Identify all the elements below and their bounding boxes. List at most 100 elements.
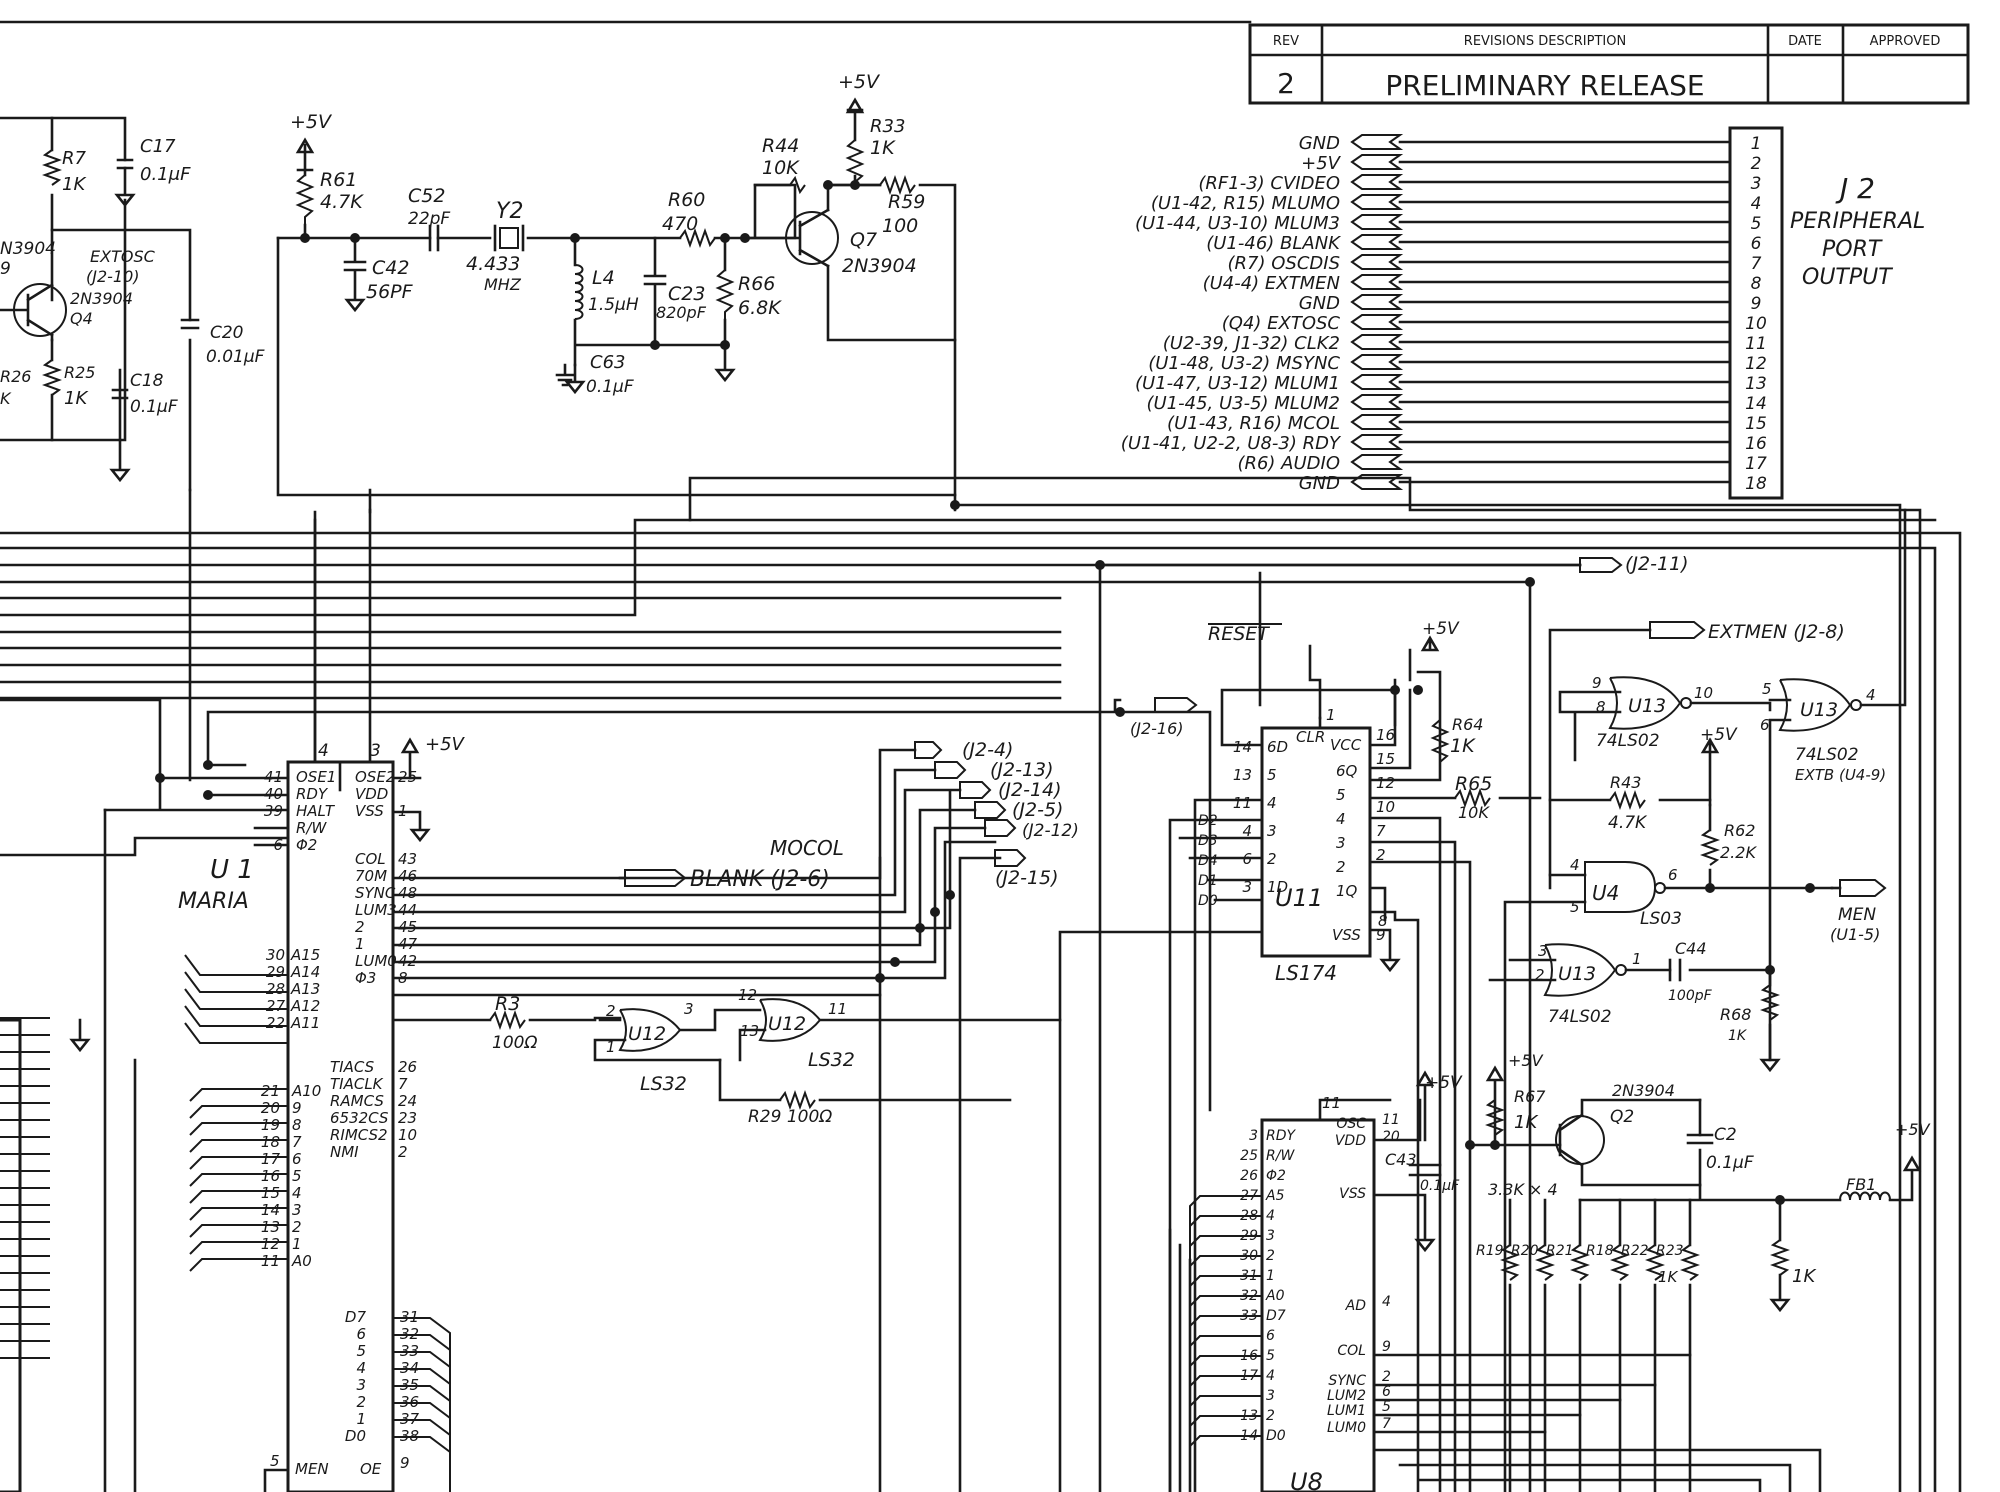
j2-pin-number: 7 xyxy=(1751,254,1762,274)
u1-addr-label: 9 xyxy=(292,1099,302,1117)
u8-right-pin: 2 xyxy=(1382,1369,1391,1385)
l4-ref: L4 xyxy=(592,267,615,289)
u1-control-label: RAMCS xyxy=(330,1092,384,1110)
u8-right-pin: 9 xyxy=(1382,1339,1391,1355)
j2-pin-connector xyxy=(1350,314,1404,330)
j2-pin-signal: (U4-4) EXTMEN xyxy=(1203,273,1340,294)
r59-val: 100 xyxy=(882,215,918,237)
u1-signal-label: SYNC xyxy=(355,884,396,902)
r68-ref: R68 xyxy=(1720,1005,1751,1024)
r3-ref: R3 xyxy=(495,993,520,1015)
u1-right-pin-number: 1 xyxy=(398,802,408,820)
u1-addr-pin: 20 xyxy=(261,1099,280,1117)
j2-pin-connector xyxy=(1350,454,1404,470)
u13b-ref: U13 xyxy=(1800,699,1838,721)
u1-addr-pin: 27 xyxy=(266,997,286,1015)
u1-right-pin-label: VDD xyxy=(355,785,388,803)
u1-control-pin: 24 xyxy=(398,1092,417,1110)
j2-pin-number: 15 xyxy=(1745,414,1767,434)
y2-unit: MHZ xyxy=(484,275,522,294)
lum-network: +5V R67 1K 2N3904 Q2 C2 0.1μF 3.3K × 4 F… xyxy=(1372,1051,1931,1492)
c23-val: 820pF xyxy=(656,303,707,322)
u8-left-label: 5 xyxy=(1266,1348,1275,1364)
j2-pin-signal: GND xyxy=(1299,293,1340,314)
u1-addr-label: 1 xyxy=(292,1235,302,1253)
c44-val: 100pF xyxy=(1668,988,1713,1004)
u1-control-pin: 10 xyxy=(398,1126,417,1144)
mid-signals: BLANK (J2-6) MOCOL (J2-4) (J2-13) (J2-14… xyxy=(391,553,1689,1492)
r66-ref: R66 xyxy=(738,273,775,295)
u1-right-pin-label: OSE2 xyxy=(355,768,395,786)
u13a-out: 10 xyxy=(1694,684,1713,702)
j2-pin-signal: GND xyxy=(1299,473,1340,494)
u11-ls174: RESET +5V R64 1K R65 10K U11 LS174 CLR V… xyxy=(1058,619,1542,1492)
extosc-label: EXTOSC xyxy=(90,247,156,266)
y2-ref: Y2 xyxy=(496,199,523,224)
osc-supply-left: +5V xyxy=(290,111,333,133)
u8-left-label: 6 xyxy=(1266,1328,1275,1344)
u8-extra-pin: 11 xyxy=(1322,1094,1341,1112)
j2-pin-number: 3 xyxy=(1751,174,1762,194)
u11-right-pin: 10 xyxy=(1376,798,1395,816)
u1-addr-wire xyxy=(189,1173,288,1187)
u8-right-label: VDD xyxy=(1335,1133,1366,1149)
q2-type: 2N3904 xyxy=(1612,1081,1675,1100)
u1-left-pin-label: R/W xyxy=(296,819,327,837)
j2-pin-number: 16 xyxy=(1745,434,1767,454)
r33-ref: R33 xyxy=(870,116,905,137)
extosc-pin: (J2-10) xyxy=(86,267,140,286)
u11-left-pin: 13 xyxy=(1233,766,1252,784)
u11-right-pin: 15 xyxy=(1376,750,1395,768)
r44-ref: R44 xyxy=(762,135,799,157)
u1-ref: U 1 xyxy=(210,855,254,885)
c2-ref: C2 xyxy=(1714,1125,1737,1145)
j2-pin-number: 4 xyxy=(1751,194,1762,214)
u1-name: MARIA xyxy=(178,889,249,914)
q7-ref: Q7 xyxy=(850,229,877,251)
j2-pin-number: 13 xyxy=(1745,374,1767,394)
j2-pin-connector xyxy=(1350,434,1404,450)
u1-signal-label: LUM3 xyxy=(355,901,397,919)
osc-supply-right: +5V xyxy=(838,71,881,93)
r64-val: 1K xyxy=(1450,735,1476,757)
l4-val: 1.5μH xyxy=(588,295,639,315)
q2-ref: Q2 xyxy=(1610,1107,1634,1127)
j2-pin-connector xyxy=(1350,194,1404,210)
u8-left-label: 4 xyxy=(1266,1368,1275,1384)
j2-pin-connector xyxy=(1350,234,1404,250)
u12a-out: 3 xyxy=(684,1000,694,1018)
u13a-in1: 9 xyxy=(1592,674,1602,692)
j2-5-label: (J2-5) xyxy=(1012,799,1063,821)
u1-control-label: NMI xyxy=(330,1143,359,1161)
u8-c43: C43 xyxy=(1385,1150,1417,1169)
u11-input-label: 2 xyxy=(1267,850,1277,868)
j2-pin-connector xyxy=(1350,394,1404,410)
u1-addr-wire xyxy=(189,1156,288,1170)
u8-right-label: LUM1 xyxy=(1327,1403,1366,1419)
u11-output-label: 1Q xyxy=(1336,882,1358,900)
c2-val: 0.1μF xyxy=(1706,1153,1754,1173)
u1-addr-label: 3 xyxy=(292,1201,302,1219)
u1-addr-label: A14 xyxy=(290,963,320,981)
j2-pin-number: 18 xyxy=(1745,474,1767,494)
u1-oe-pin: 9 xyxy=(400,1454,410,1472)
u1-addr-wire xyxy=(189,1122,288,1136)
u1-data-label: 6 xyxy=(356,1325,366,1343)
u11-misc-pin: 9 xyxy=(1376,926,1386,944)
u1-right-pin-label: VSS xyxy=(355,802,384,820)
u1-addr-wire xyxy=(189,1139,288,1153)
gr-supply: +5V xyxy=(1700,725,1738,745)
u4-in2: 5 xyxy=(1570,898,1580,916)
u11-right-pin: 7 xyxy=(1376,822,1386,840)
u8-right-pin: 11 xyxy=(1382,1112,1400,1128)
j2-11-label: (J2-11) xyxy=(1625,553,1689,575)
j2-13-label: (J2-13) xyxy=(990,759,1054,781)
u8-left-label: D0 xyxy=(1266,1428,1286,1444)
j2-pin-signal: (U1-48, U3-2) MSYNC xyxy=(1148,353,1340,374)
u1-left-pin-label: OSE1 xyxy=(296,768,336,786)
rev-value: 2 xyxy=(1277,67,1295,100)
lum-resistor-ref: R18 xyxy=(1586,1243,1614,1259)
u1-control-pin: 2 xyxy=(398,1143,408,1161)
u1-addr-pin: 11 xyxy=(261,1252,280,1270)
u1-addr-pin: 14 xyxy=(261,1201,280,1219)
